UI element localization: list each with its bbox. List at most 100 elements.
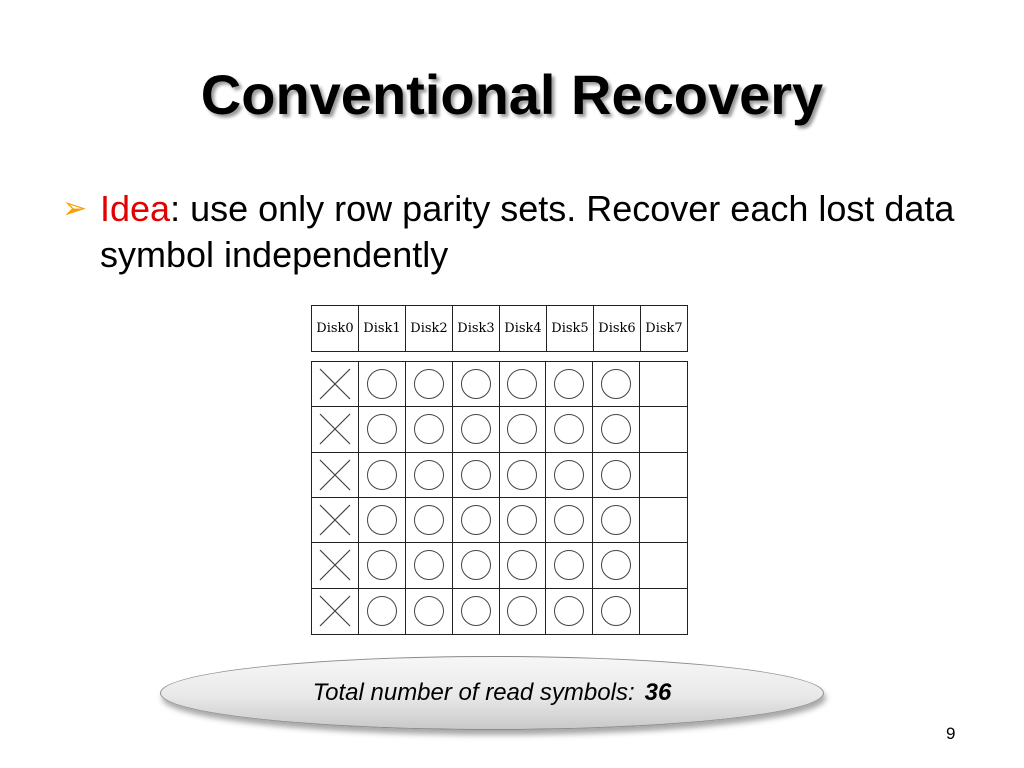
disk-header-cell: Disk0 [312, 306, 359, 351]
grid-cell [593, 543, 641, 589]
disk-header-cell: Disk4 [500, 306, 547, 351]
callout-value: 36 [644, 679, 672, 706]
grid-cell [405, 543, 453, 589]
callout-label: Total number of read symbols: [312, 679, 635, 706]
grid-cell [546, 543, 594, 589]
data-symbol-circle-icon [460, 459, 491, 490]
grid-cell [405, 407, 453, 453]
page-number: 9 [946, 724, 956, 743]
grid-cell [593, 588, 641, 634]
grid-cell [312, 452, 359, 498]
data-symbol-circle-icon [460, 550, 491, 581]
grid-cell [593, 362, 641, 408]
grid-cell [312, 588, 359, 634]
data-symbol-circle-icon [554, 414, 585, 445]
grid-cell [640, 453, 687, 498]
grid-cell [546, 497, 594, 544]
data-symbol-circle-icon [554, 596, 585, 627]
grid-cell [640, 543, 687, 589]
grid-cell [640, 498, 687, 544]
disk-header-cell: Disk6 [594, 306, 641, 351]
grid-cell [358, 362, 406, 408]
data-symbol-circle-icon [554, 369, 585, 400]
bullet-keyword: Idea [100, 188, 171, 229]
grid-cell [358, 452, 406, 498]
grid-cell [358, 407, 406, 453]
grid-cell [452, 407, 500, 453]
data-symbol-circle-icon [601, 369, 632, 400]
data-symbol-circle-icon [366, 414, 397, 445]
lost-symbol-cross-icon [319, 459, 351, 491]
disk-header-cell: Disk2 [406, 306, 453, 351]
disk-header-cell: Disk3 [453, 306, 500, 351]
disk-header-cell: Disk1 [359, 306, 406, 351]
lost-symbol-cross-icon [319, 550, 351, 581]
grid-cell [452, 452, 500, 498]
data-symbol-circle-icon [507, 505, 538, 536]
data-symbol-circle-icon [601, 414, 632, 445]
data-symbol-circle-icon [413, 369, 444, 400]
data-symbol-circle-icon [460, 414, 491, 445]
bullet-text: : use only row parity sets. Recover each… [100, 188, 955, 275]
data-symbol-circle-icon [366, 459, 397, 490]
data-symbol-circle-icon [413, 505, 444, 536]
data-symbol-circle-icon [366, 505, 397, 536]
data-symbol-circle-icon [601, 596, 632, 627]
data-symbol-circle-icon [601, 505, 632, 536]
data-symbol-circle-icon [460, 596, 491, 627]
grid-cell [406, 588, 453, 634]
grid-cell [312, 362, 359, 408]
data-symbol-circle-icon [507, 550, 538, 581]
grid-cell [593, 407, 641, 453]
grid-cell [593, 497, 641, 544]
grid-cell [453, 588, 500, 634]
data-symbol-circle-icon [554, 505, 585, 536]
grid-cell [500, 588, 547, 634]
grid-cell [546, 452, 594, 498]
grid-cell [499, 497, 547, 544]
arrow-bullet-icon: ➢ [62, 192, 88, 225]
grid-cell [312, 543, 359, 589]
bullet-text-block: Idea: use only row parity sets. Recover … [62, 186, 982, 278]
grid-cell [499, 543, 547, 589]
grid-cell [312, 497, 359, 544]
grid-cell [405, 452, 453, 498]
grid-cell [640, 589, 687, 634]
grid-cell [546, 362, 594, 408]
data-symbol-circle-icon [507, 596, 538, 627]
lost-symbol-cross-icon [319, 504, 351, 536]
data-symbol-circle-icon [601, 459, 632, 490]
grid-cell [546, 407, 594, 453]
grid-cell [499, 362, 547, 408]
data-symbol-circle-icon [601, 550, 632, 581]
grid-cell [546, 588, 594, 634]
lost-symbol-cross-icon [319, 595, 351, 627]
data-symbol-circle-icon [554, 550, 585, 581]
read-symbols-callout: Total number of read symbols: 36 [160, 656, 824, 730]
slide-title: Conventional Recovery [200, 63, 824, 126]
data-symbol-circle-icon [554, 459, 585, 490]
grid-cell [405, 362, 453, 408]
data-symbol-circle-icon [366, 369, 397, 400]
grid-cell [593, 452, 641, 498]
disk-header-cell: Disk7 [645, 321, 683, 336]
data-symbol-circle-icon [507, 414, 538, 445]
data-symbol-circle-icon [460, 505, 491, 536]
data-symbol-circle-icon [413, 550, 444, 581]
grid-cell [499, 407, 547, 453]
lost-symbol-cross-icon [319, 414, 351, 445]
data-symbol-circle-icon [413, 414, 444, 445]
disk-header-cell: Disk5 [547, 306, 594, 351]
grid-cell [499, 452, 547, 498]
grid-cell [312, 407, 359, 453]
symbol-grid [311, 361, 688, 635]
grid-cell [640, 362, 687, 408]
grid-cell [452, 543, 500, 589]
data-symbol-circle-icon [366, 550, 397, 581]
data-symbol-circle-icon [413, 459, 444, 490]
data-symbol-circle-icon [507, 459, 538, 490]
data-symbol-circle-icon [366, 596, 397, 627]
data-symbol-circle-icon [507, 369, 538, 400]
grid-cell [358, 543, 406, 589]
